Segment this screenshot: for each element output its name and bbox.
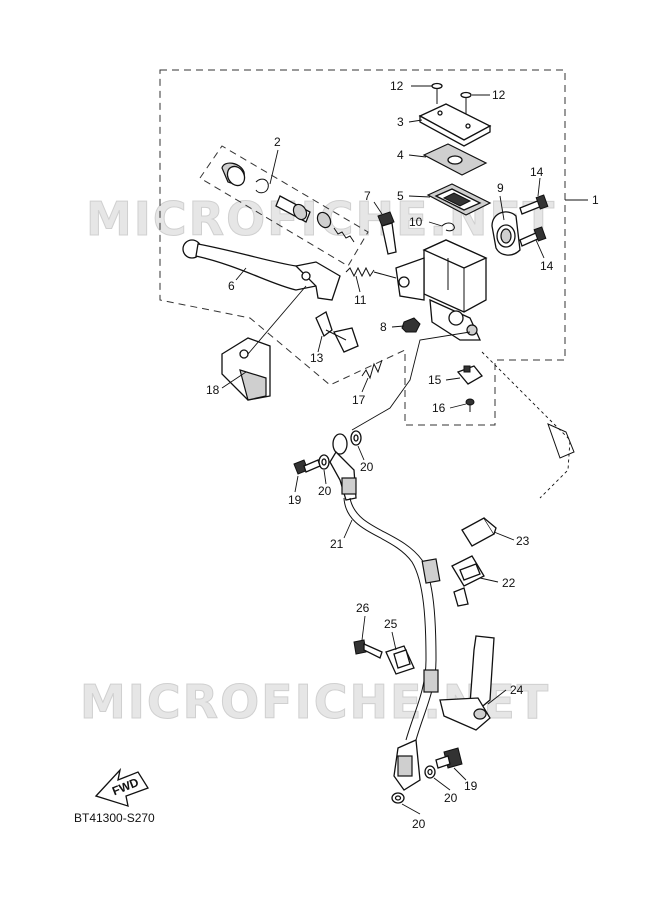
bolt-26[interactable]	[353, 639, 383, 659]
switch-15[interactable]	[456, 365, 483, 385]
hose-clamp-22[interactable]	[451, 555, 485, 587]
fwd-arrow-icon: FWD	[94, 767, 149, 807]
screw-12-left[interactable]	[431, 82, 443, 105]
diagram-code: BT41300-S270	[74, 811, 155, 825]
callout-20-top-left: 20	[318, 484, 332, 498]
callout-1: 1	[592, 193, 599, 207]
callout-12-left: 12	[390, 79, 404, 93]
callouts: 12 12 3 4 5 1 7 9 10 14 14 2 6 11 8 13 1…	[206, 79, 599, 831]
banjo-bolt-19-top[interactable]	[293, 459, 321, 475]
callout-23: 23	[516, 534, 530, 548]
clip-10[interactable]	[441, 222, 455, 232]
washer-20-top-1[interactable]	[318, 454, 330, 470]
master-cylinder[interactable]	[395, 239, 488, 341]
callout-13: 13	[310, 351, 324, 365]
banjo-bolt-19-bottom[interactable]	[435, 747, 463, 769]
callout-21: 21	[330, 537, 344, 551]
bolt-7[interactable]	[377, 211, 397, 255]
washer-20-top-2[interactable]	[350, 430, 362, 446]
washer-20-bottom-1[interactable]	[424, 765, 436, 779]
switch-wire	[481, 351, 571, 499]
piston-kit[interactable]	[221, 162, 355, 243]
callout-18: 18	[206, 383, 220, 397]
bolt-under-clamp[interactable]	[453, 587, 469, 607]
reservoir-cap[interactable]	[418, 103, 492, 147]
piston-kit-boundary	[199, 145, 369, 267]
spring-11[interactable]	[345, 266, 397, 279]
callout-25: 25	[384, 617, 398, 631]
callout-12-right: 12	[492, 88, 506, 102]
callout-17: 17	[352, 393, 366, 407]
callout-8: 8	[380, 320, 387, 334]
callout-26: 26	[356, 601, 370, 615]
bracket-13[interactable]	[315, 311, 359, 353]
hose-clamp-23[interactable]	[461, 517, 497, 547]
callout-24: 24	[510, 683, 524, 697]
callout-10: 10	[409, 215, 423, 229]
callout-16: 16	[432, 401, 446, 415]
callout-11: 11	[354, 293, 367, 307]
callout-14-top: 14	[530, 165, 544, 179]
callout-22: 22	[502, 576, 516, 590]
leader-lines	[221, 85, 588, 815]
assembly-boundary	[159, 69, 566, 426]
callout-6: 6	[228, 279, 235, 293]
wire-connector	[547, 423, 575, 459]
callout-19-top: 19	[288, 493, 302, 507]
callout-2: 2	[274, 135, 281, 149]
nut-8[interactable]	[401, 317, 421, 333]
callout-5: 5	[397, 189, 404, 203]
callout-20-bottom-left: 20	[412, 817, 426, 831]
callout-3: 3	[397, 115, 404, 129]
callout-9: 9	[497, 181, 504, 195]
hose-clamp-25[interactable]	[385, 645, 415, 675]
hose-connection-line	[351, 331, 471, 431]
callout-7: 7	[364, 189, 371, 203]
callout-15: 15	[428, 373, 442, 387]
callout-14-bottom: 14	[540, 259, 554, 273]
callout-20-bottom-right: 20	[444, 791, 458, 805]
bolt-14-top[interactable]	[519, 194, 549, 215]
handlebar-clamp[interactable]	[491, 211, 521, 256]
callout-19-bottom: 19	[464, 779, 478, 793]
screw-16[interactable]	[465, 398, 475, 412]
callout-20-top-right: 20	[360, 460, 374, 474]
diaphragm[interactable]	[426, 183, 492, 216]
brake-lever[interactable]	[182, 239, 341, 301]
bolt-14-bottom[interactable]	[519, 226, 547, 247]
washer-20-bottom-2[interactable]	[391, 792, 405, 804]
callout-4: 4	[397, 148, 404, 162]
brake-hose[interactable]	[329, 433, 441, 791]
lever-cover[interactable]	[221, 337, 271, 401]
diaphragm-plate[interactable]	[422, 143, 488, 176]
hose-bracket-24[interactable]	[439, 635, 495, 731]
spring-17[interactable]	[361, 359, 383, 380]
screw-12-right[interactable]	[460, 91, 472, 115]
